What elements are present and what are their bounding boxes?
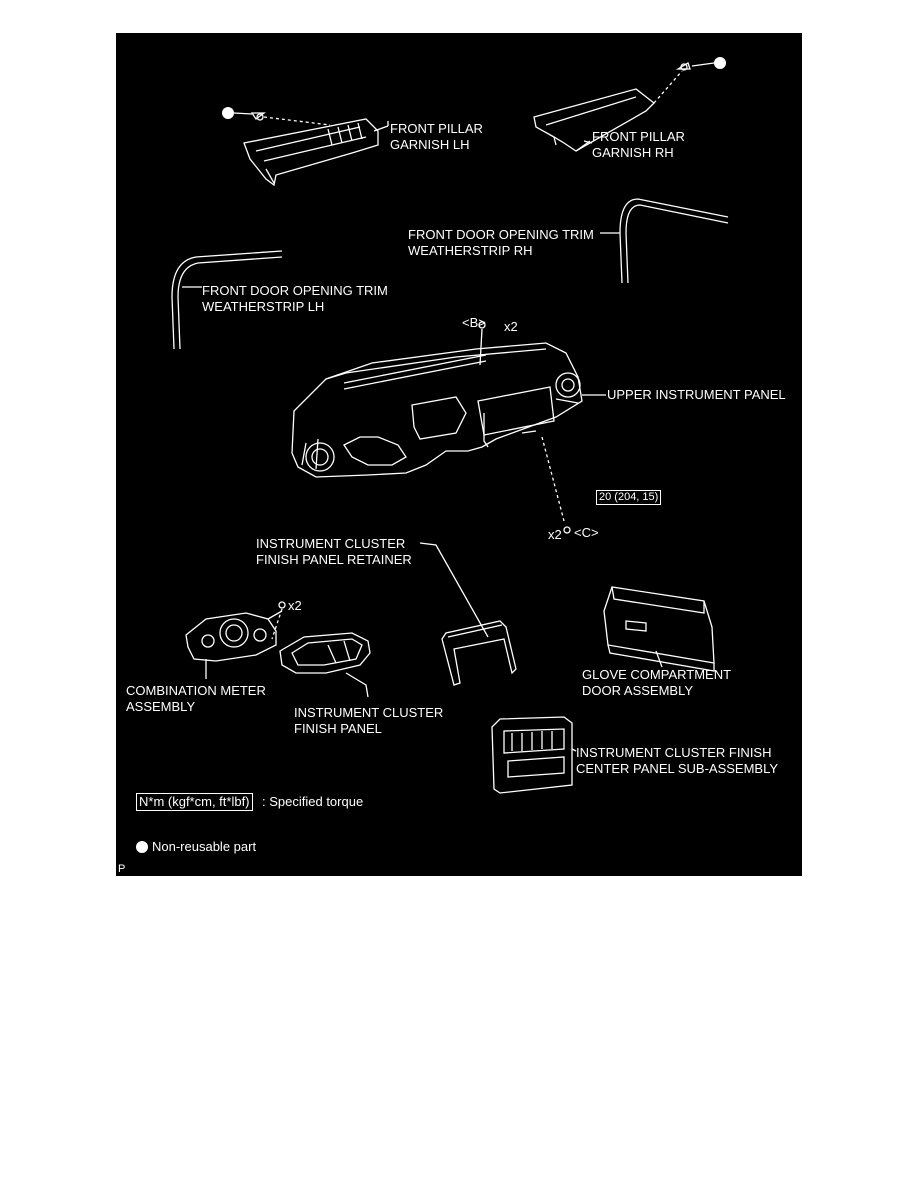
nonreusable-clip-lh-icon (222, 107, 234, 119)
meter-screw-icon (278, 601, 286, 609)
bolt-c-icon (563, 526, 571, 534)
label-fastener-c-qty: x2 (548, 527, 562, 542)
nonreusable-clip-rh-icon (714, 57, 726, 69)
finish-center-panel-part (491, 716, 573, 794)
label-fastener-b-qty: x2 (504, 319, 518, 334)
front-pillar-garnish-rh-part (533, 62, 691, 152)
front-door-weatherstrip-rh-part (619, 198, 729, 284)
front-pillar-garnish-lh-part (243, 112, 389, 187)
finish-panel-part (279, 632, 371, 674)
legend-nonreusable-text: Non-reusable part (152, 839, 257, 854)
front-door-weatherstrip-lh-part (171, 250, 283, 350)
legend-nonreusable-icon (136, 841, 148, 853)
upper-instrument-panel-part (291, 342, 583, 478)
screw-b-icon (478, 321, 486, 329)
corner-mark: P (118, 863, 126, 875)
legend-torque-text: : Specified torque (262, 794, 364, 809)
combination-meter-part (185, 601, 286, 662)
glove-compartment-door-part (603, 586, 715, 672)
parts-illustration (171, 57, 729, 794)
finish-panel-retainer-part (441, 620, 517, 686)
label-fastener-c: <C> (574, 525, 599, 540)
torque-value-box: 20 (204, 15) (596, 490, 662, 505)
label-fastener-b: <B> (462, 315, 486, 330)
legend-torque-unit-box: N*m (kgf*cm, ft*lbf) (136, 793, 253, 811)
label-upper-instrument-panel: UPPER INSTRUMENT PANEL (607, 387, 786, 402)
label-meter-screw-qty: x2 (288, 598, 302, 613)
